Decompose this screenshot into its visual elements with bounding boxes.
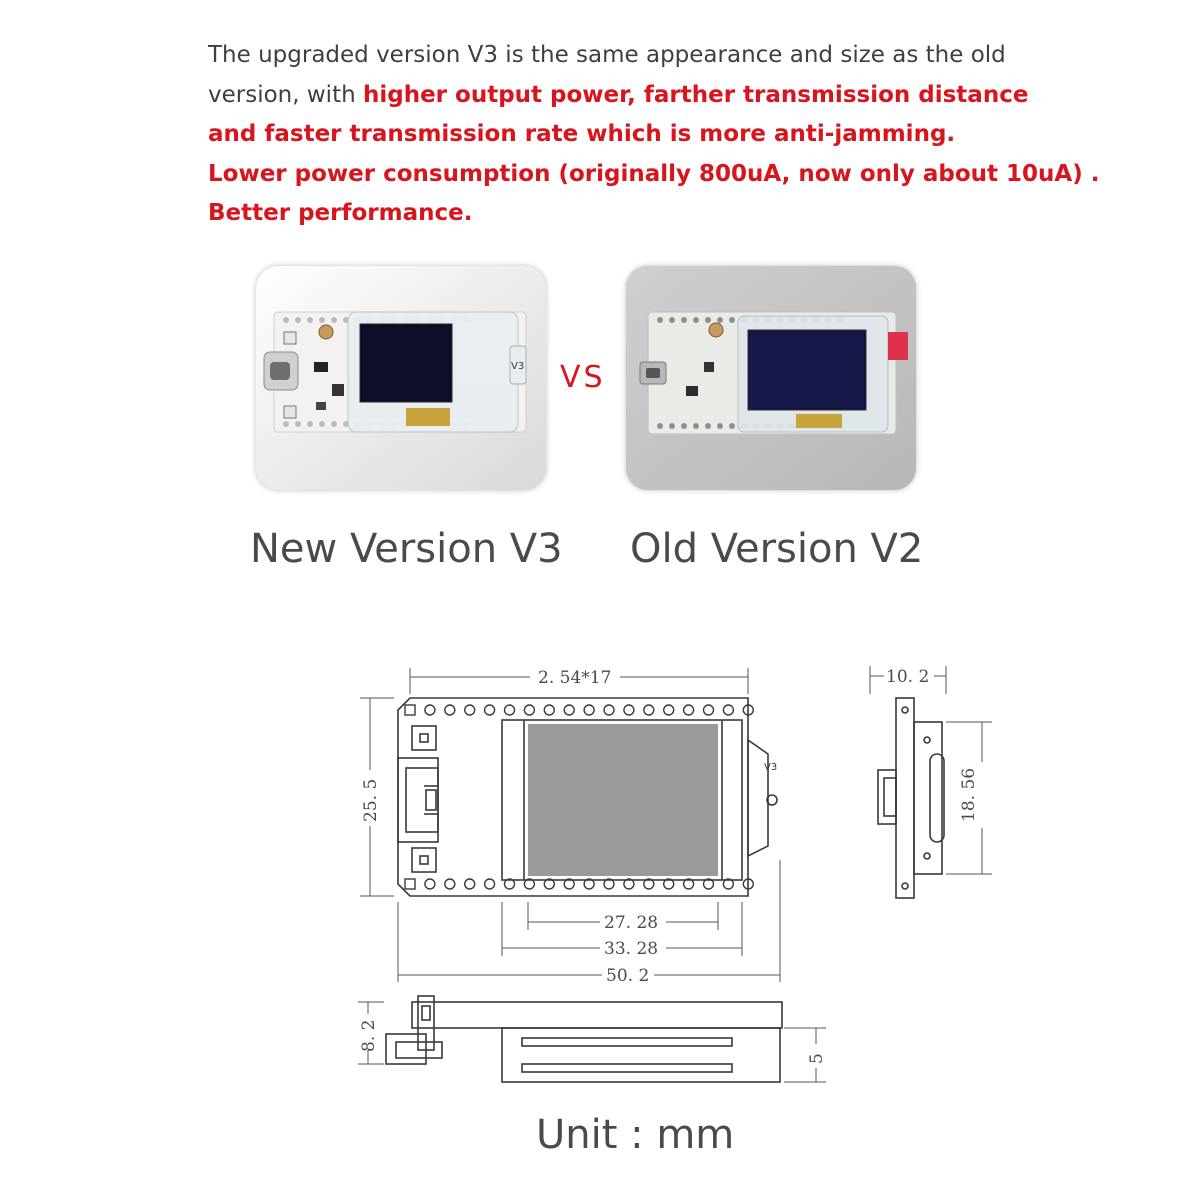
pin-hole (742, 878, 754, 890)
intro-paragraph: The upgraded version V3 is the same appe… (208, 36, 1100, 234)
pin-hole (643, 878, 655, 890)
pin-hole (623, 878, 635, 890)
old-version-photo (626, 266, 916, 490)
pin-hole (663, 704, 675, 716)
dim-screen-width: 27. 28 (604, 913, 658, 933)
old-board-illustration (626, 266, 916, 490)
dim-screen-thickness: 5 (807, 1053, 827, 1064)
pin-square (404, 704, 416, 716)
usb-connector (397, 757, 439, 843)
pin-hole (444, 878, 456, 890)
vs-label: VS (560, 360, 606, 395)
intro-line-3: and faster transmission rate which is mo… (208, 121, 956, 147)
antenna-tab (747, 738, 769, 858)
pin-hole (483, 878, 496, 890)
old-version-caption: Old Version V2 (630, 526, 924, 572)
unit-label: Unit : mm (536, 1112, 735, 1158)
pin-hole (583, 878, 595, 890)
intro-line-2-highlight: higher output power, farther transmissio… (362, 81, 1029, 108)
pin-hole (463, 878, 476, 890)
pin-hole (424, 878, 436, 890)
screen-frame (501, 719, 743, 881)
pin-hole (722, 704, 735, 716)
dim-screen-frame-width: 33. 28 (604, 939, 658, 959)
side-view (877, 697, 945, 899)
pin-row-top (404, 704, 754, 716)
intro-line-2: version, with higher output power, farth… (208, 76, 1028, 116)
dim-total-length: 50. 2 (606, 966, 649, 986)
pin-hole (483, 704, 496, 716)
intro-line-5: Better performance. (208, 200, 473, 226)
pin-hole (742, 704, 754, 716)
screen-area (528, 724, 718, 876)
pin-hole (424, 704, 436, 716)
pin-hole (543, 878, 556, 890)
new-board-mark: V3 (511, 361, 524, 372)
board-outline (397, 697, 749, 897)
intro-line-2-plain: version, with (208, 81, 363, 108)
pin-hole (503, 878, 516, 890)
dim-side-height: 18. 56 (959, 768, 979, 822)
pin-hole (682, 878, 695, 890)
pin-hole (444, 704, 456, 716)
front-view (385, 995, 783, 1083)
pin-hole (523, 704, 536, 716)
dim-pin-pitch: 2. 54*17 (538, 668, 611, 688)
drawing-board-mark: V3 (764, 762, 777, 773)
pin-row-bottom (404, 878, 754, 890)
pin-hole (463, 704, 476, 716)
new-version-photo: V3 (256, 266, 546, 490)
pin-hole (603, 878, 615, 890)
pin-hole (603, 704, 615, 716)
pin-hole (663, 878, 675, 890)
pin-hole (722, 878, 735, 890)
pin-hole (503, 704, 516, 716)
intro-line-1: The upgraded version V3 is the same appe… (208, 42, 1006, 68)
button-bottom (411, 847, 437, 873)
pin-square (404, 878, 416, 890)
pin-hole (543, 704, 556, 716)
pin-hole (682, 704, 695, 716)
dimension-drawing: V3 2. 54*17 25. 5 27. 28 33. 28 50. 2 (358, 666, 992, 1083)
new-version-caption: New Version V3 (250, 526, 563, 572)
dim-front-height: 8. 2 (359, 1020, 379, 1052)
dim-height: 25. 5 (361, 779, 381, 822)
pin-hole (523, 878, 536, 890)
button-top (411, 725, 437, 751)
pin-hole (623, 704, 635, 716)
dim-side-depth: 10. 2 (886, 667, 929, 687)
pin-hole (702, 878, 715, 890)
pin-hole (563, 878, 575, 890)
pin-hole (702, 704, 715, 716)
new-board-illustration: V3 (256, 266, 546, 490)
pin-hole (583, 704, 595, 716)
pin-hole (643, 704, 655, 716)
intro-line-4: Lower power consumption (originally 800u… (208, 160, 1100, 187)
pin-hole (563, 704, 575, 716)
